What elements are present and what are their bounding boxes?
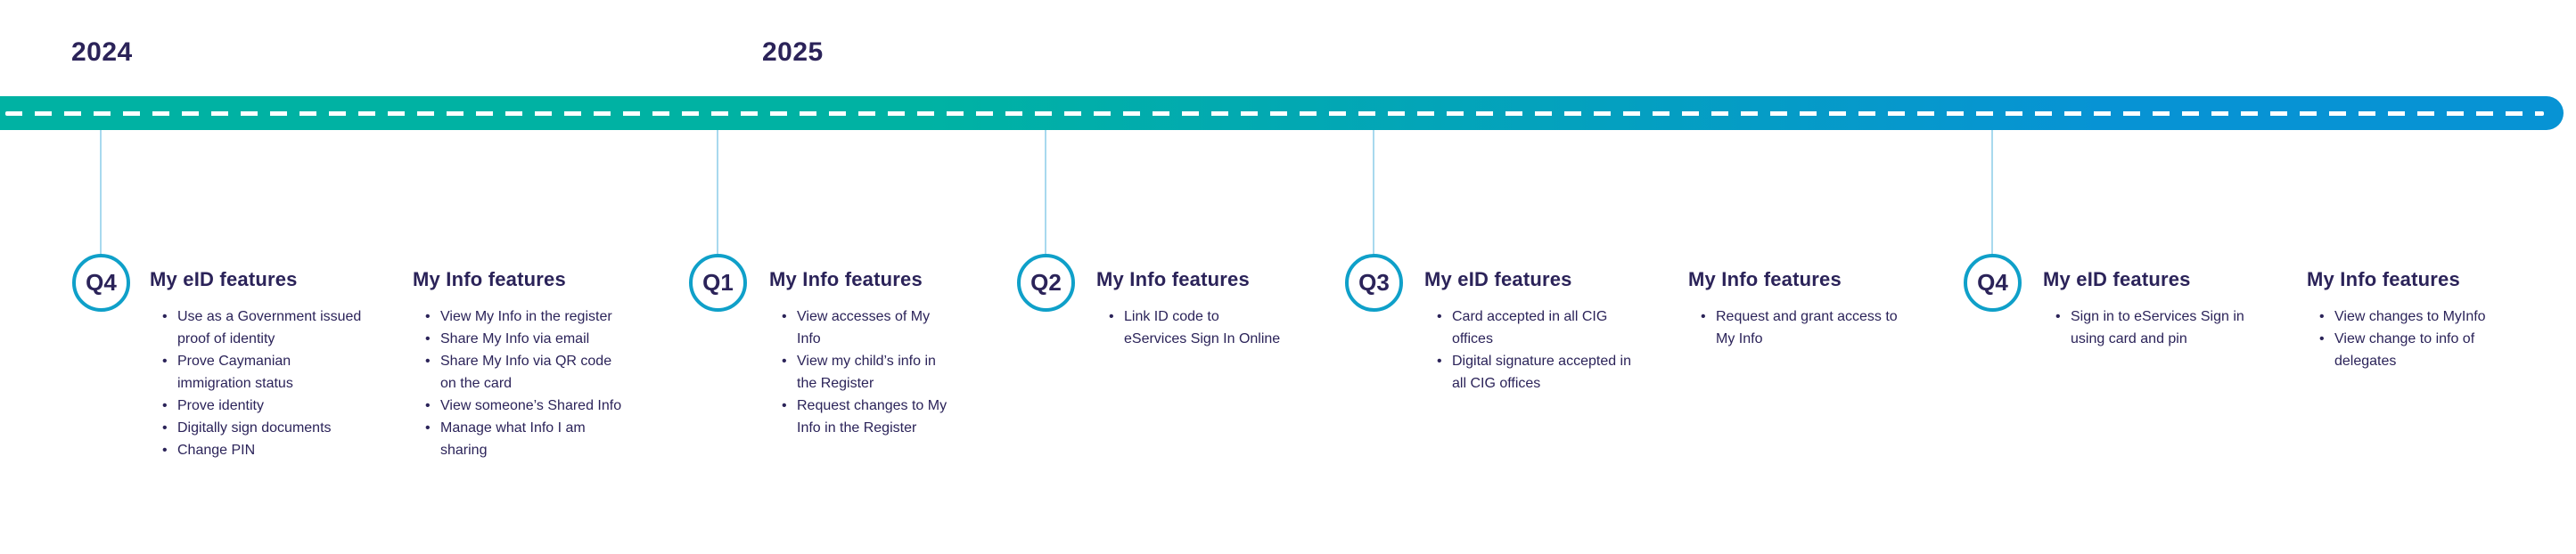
feature-column-title: My Info features (769, 268, 923, 290)
quarter-badge-q2-2025: Q2 (1017, 254, 1075, 312)
feature-item: View change to info of delegates (2319, 328, 2486, 372)
feature-list: Sign in to eServices Sign in using card … (2043, 306, 2244, 350)
feature-item: View My Info in the register (425, 306, 621, 328)
feature-column-title: My eID features (150, 268, 298, 290)
feature-column-title: My Info features (1096, 268, 1250, 290)
feature-list: View My Info in the registerShare My Inf… (413, 306, 621, 461)
feature-list: Link ID code to eServices Sign In Online (1096, 306, 1280, 350)
feature-column-title: My Info features (2307, 268, 2460, 290)
feature-column-title: My Info features (413, 268, 566, 290)
quarter-badge-q3-2025: Q3 (1345, 254, 1403, 312)
feature-list: View changes to MyInfoView change to inf… (2307, 306, 2486, 372)
feature-item: Change PIN (162, 439, 361, 461)
year-label-2024: 2024 (71, 37, 133, 67)
feature-item: Prove Caymanian immigration status (162, 350, 361, 395)
feature-item: Sign in to eServices Sign in using card … (2055, 306, 2244, 350)
quarter-connector-line (1045, 130, 1046, 255)
feature-column-q3-2025-myinfo: My Info features Request and grant acces… (1688, 268, 1898, 350)
timeline-bar (0, 96, 2564, 130)
quarter-badge-q1-2025: Q1 (689, 254, 747, 312)
quarter-connector-line (1373, 130, 1374, 255)
quarter-badge-q4-2024: Q4 (72, 254, 130, 312)
quarter-badge-label: Q3 (1358, 269, 1390, 296)
feature-item: Share My Info via email (425, 328, 621, 350)
feature-list: View accesses of My InfoView my child’s … (769, 306, 947, 439)
feature-item: View accesses of My Info (782, 306, 947, 350)
feature-item: Use as a Government issued proof of iden… (162, 306, 361, 350)
quarter-connector-line (1991, 130, 1993, 255)
feature-item: Digitally sign documents (162, 417, 361, 439)
feature-item: View someone’s Shared Info (425, 395, 621, 417)
feature-item: Share My Info via QR code on the card (425, 350, 621, 395)
quarter-badge-label: Q4 (1977, 269, 2008, 296)
feature-list: Use as a Government issued proof of iden… (150, 306, 361, 461)
quarter-connector-line (717, 130, 718, 255)
feature-item: Link ID code to eServices Sign In Online (1109, 306, 1280, 350)
quarter-connector-line (100, 130, 102, 255)
feature-column-q4-2024-myinfo: My Info features View My Info in the reg… (413, 268, 621, 461)
feature-item: View changes to MyInfo (2319, 306, 2486, 328)
feature-item: View my child’s info in the Register (782, 350, 947, 395)
feature-column-q4-2025-eid: My eID features Sign in to eServices Sig… (2043, 268, 2244, 350)
feature-column-title: My Info features (1688, 268, 1842, 290)
feature-column-q1-2025-myinfo: My Info features View accesses of My Inf… (769, 268, 947, 439)
feature-item: Manage what Info I am sharing (425, 417, 621, 461)
feature-item: Card accepted in all CIG offices (1437, 306, 1631, 350)
feature-column-q4-2024-eid: My eID features Use as a Government issu… (150, 268, 361, 461)
feature-column-q4-2025-myinfo: My Info features View changes to MyInfoV… (2307, 268, 2486, 372)
feature-list: Card accepted in all CIG officesDigital … (1424, 306, 1631, 395)
quarter-badge-label: Q4 (86, 269, 117, 296)
quarter-badge-label: Q1 (702, 269, 734, 296)
feature-item: Request and grant access to My Info (1701, 306, 1898, 350)
feature-list: Request and grant access to My Info (1688, 306, 1898, 350)
feature-column-q2-2025-myinfo: My Info features Link ID code to eServic… (1096, 268, 1280, 350)
feature-column-title: My eID features (2043, 268, 2191, 290)
feature-item: Prove identity (162, 395, 361, 417)
feature-item: Request changes to My Info in the Regist… (782, 395, 947, 439)
quarter-badge-label: Q2 (1030, 269, 1062, 296)
feature-column-title: My eID features (1424, 268, 1572, 290)
quarter-badge-q4-2025: Q4 (1964, 254, 2022, 312)
year-label-2025: 2025 (762, 37, 824, 67)
feature-column-q3-2025-eid: My eID features Card accepted in all CIG… (1424, 268, 1631, 395)
timeline-dashed-line (5, 110, 2544, 116)
feature-item: Digital signature accepted in all CIG of… (1437, 350, 1631, 395)
